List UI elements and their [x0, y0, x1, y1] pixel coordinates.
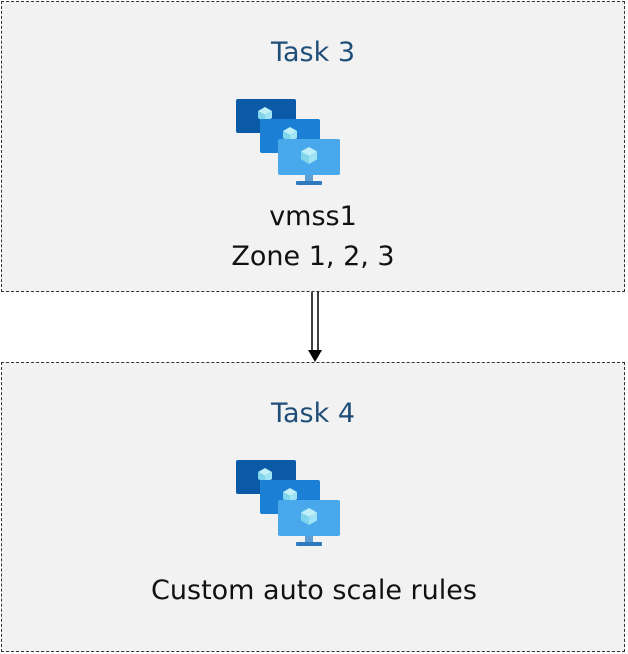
vm-scale-set-icon: [236, 460, 340, 546]
task4-title: Task 4: [270, 398, 356, 429]
task4-caption-rules: Custom auto scale rules: [151, 575, 477, 606]
task3-caption-zones: Zone 1, 2, 3: [231, 241, 395, 272]
task3-caption-name: vmss1: [269, 201, 357, 232]
task4-box: Task 4: [1, 362, 625, 652]
vm-scale-set-icon: [236, 99, 340, 185]
task3-title: Task 3: [270, 37, 356, 68]
task3-box: Task 3 vmss1 Zone 1, 2, 3: [1, 1, 625, 292]
